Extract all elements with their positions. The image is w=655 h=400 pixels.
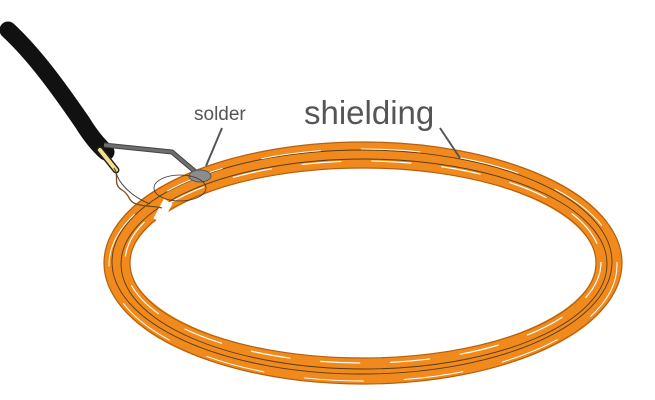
solder-label: solder: [194, 104, 246, 125]
coil-inner-edge: [129, 167, 597, 359]
shielding-line-2: [120, 158, 608, 370]
coil-loop: [103, 141, 623, 385]
shielding-leader-line: [439, 127, 461, 159]
coil-outer-band: [104, 142, 622, 384]
shield-wire: [103, 142, 200, 176]
solder-leader-line: [205, 127, 223, 167]
center-wire: [113, 167, 163, 209]
shielding-label: shielding: [304, 94, 434, 131]
shield-gap: [153, 198, 173, 224]
coil-outer-edge: [103, 141, 623, 385]
shielding-line-1: [111, 149, 613, 375]
shielding-line-4: [108, 148, 618, 382]
shielding-line-3: [124, 160, 602, 364]
cable-icon: [0, 21, 120, 174]
solder-joint-icon: [153, 169, 212, 202]
